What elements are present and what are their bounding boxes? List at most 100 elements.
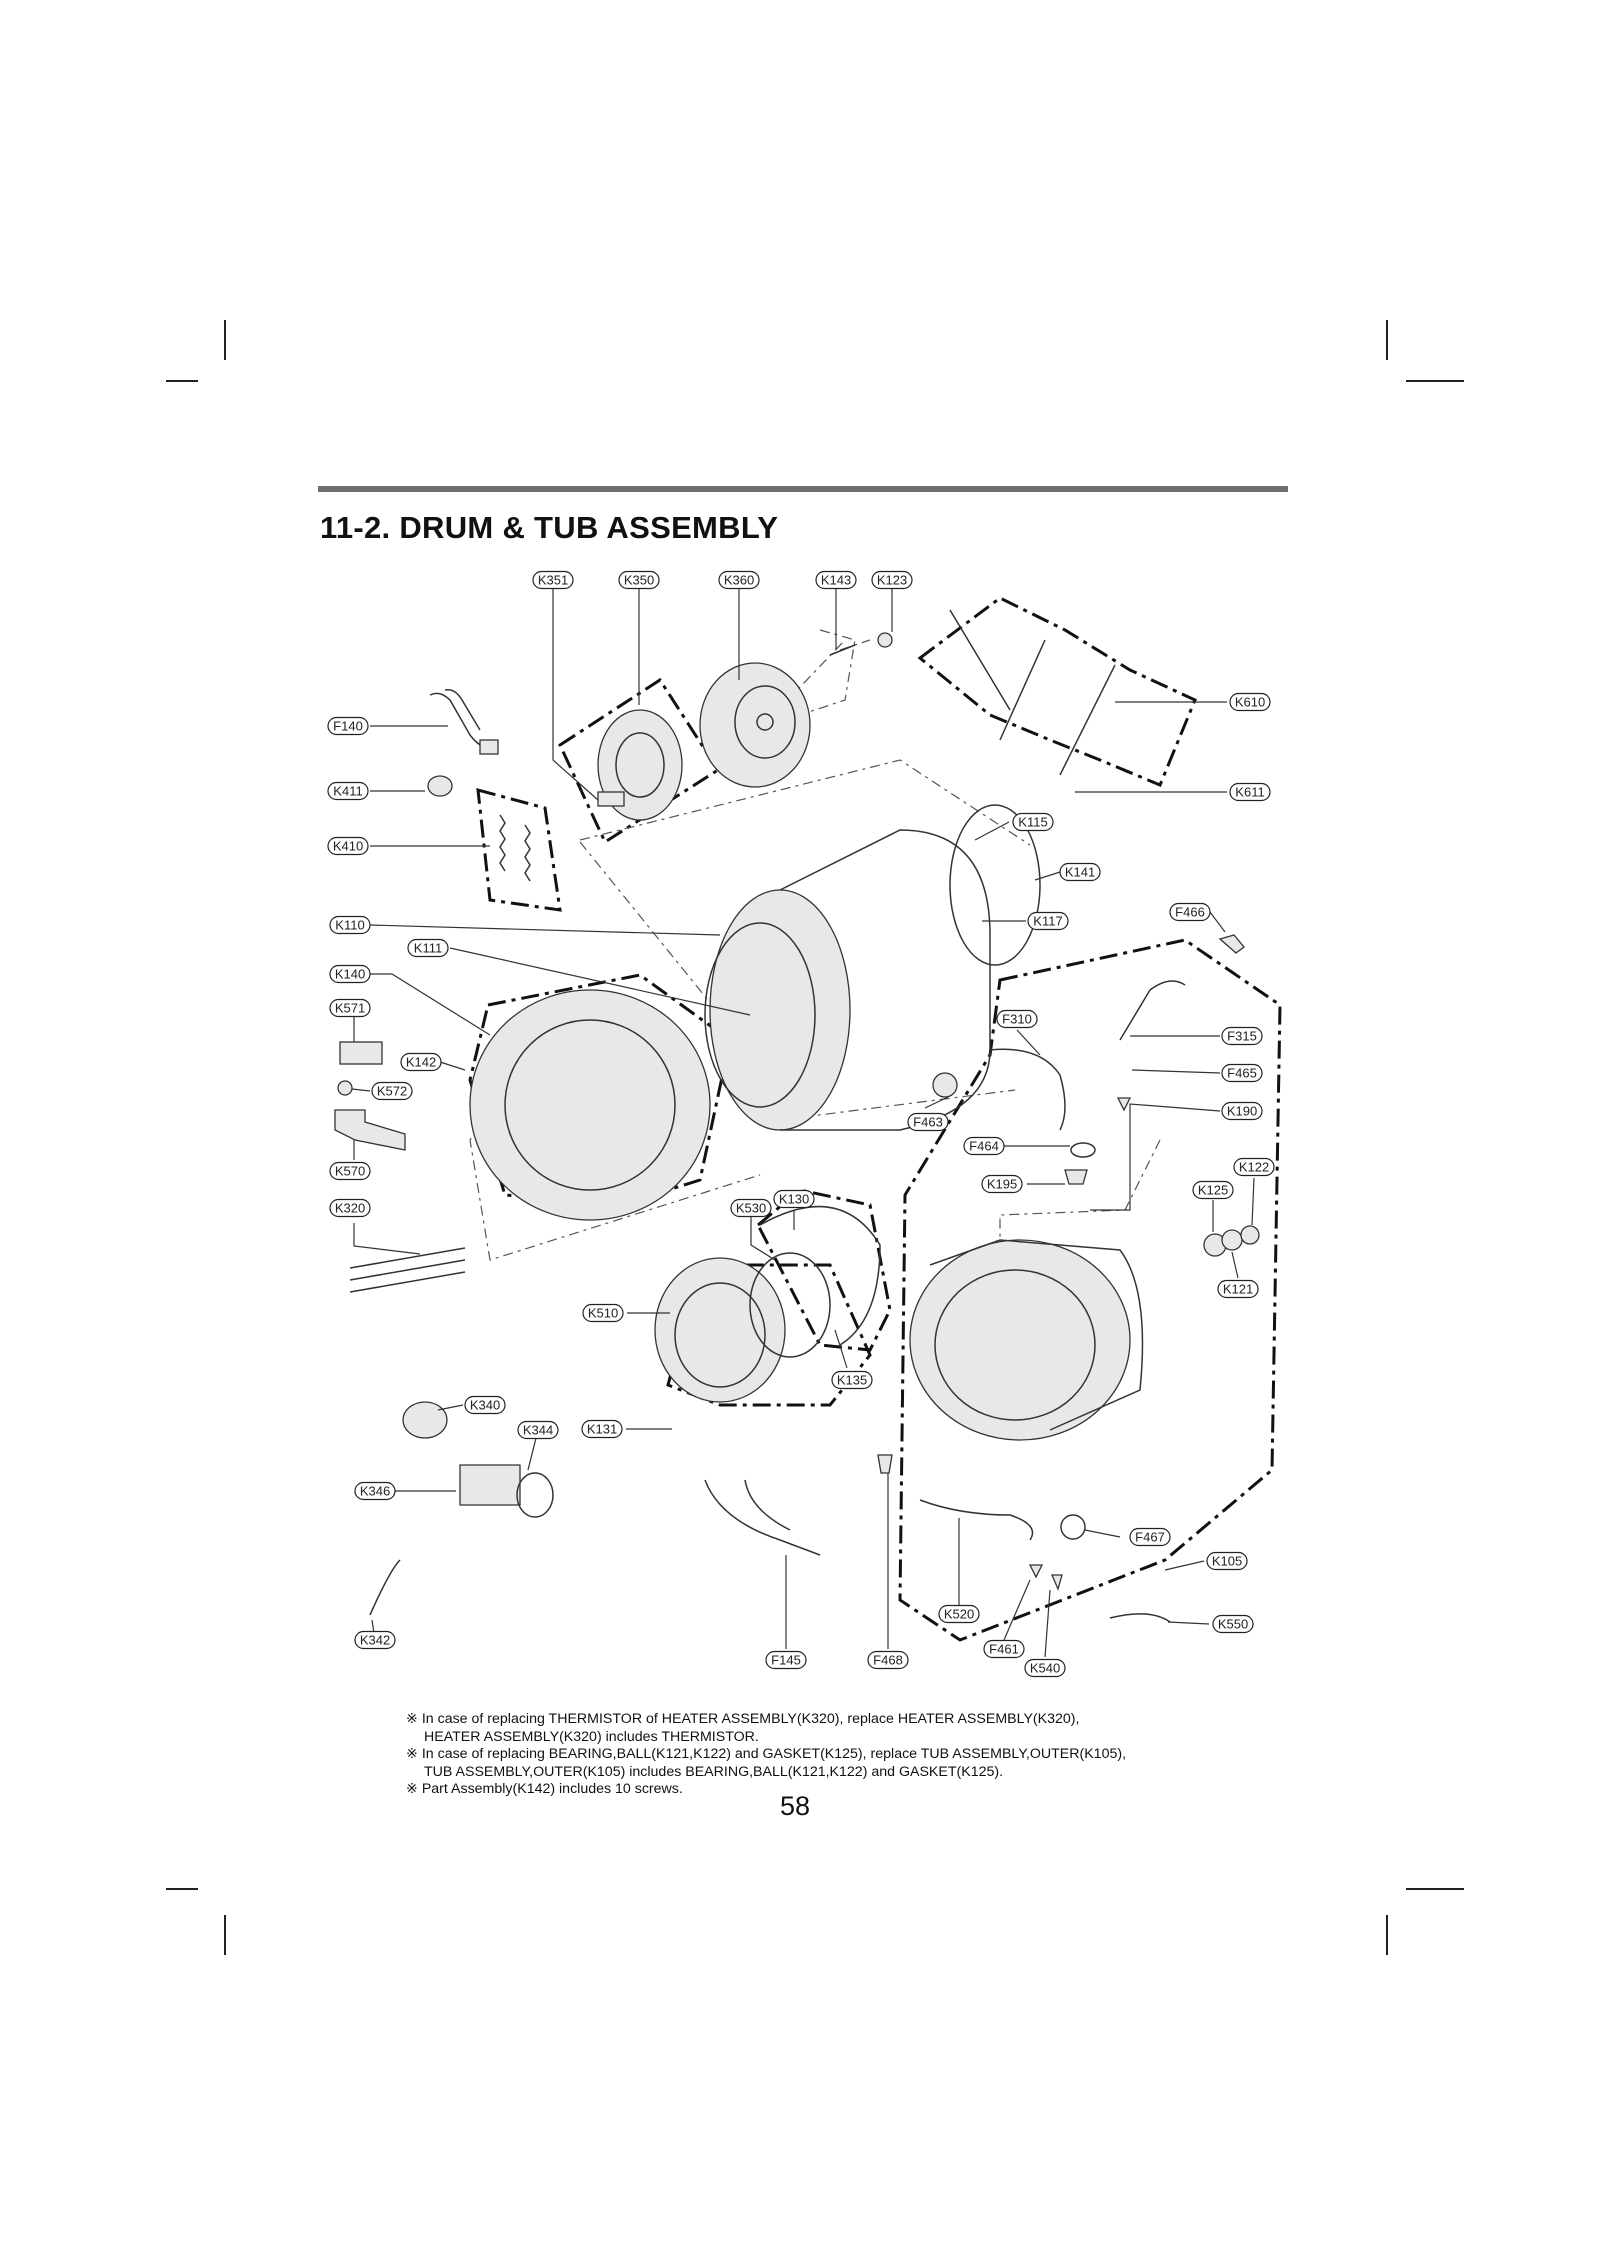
part-label-text: K117 (1033, 914, 1062, 929)
part-label-k540: K540 (1024, 1658, 1066, 1678)
notes-block: ※ In case of replacing THERMISTOR of HEA… (406, 1711, 1286, 1799)
crop-mark-bottom-right-h (1406, 1888, 1464, 1890)
part-label-capsule (1012, 812, 1054, 832)
part-label-capsule (1027, 911, 1069, 931)
part-label-text: F466 (1175, 905, 1205, 920)
part-label-k350: K350 (618, 570, 660, 590)
part-label-f140: F140 (327, 716, 369, 736)
part-label-text: K115 (1018, 815, 1047, 830)
part-label-text: K550 (1218, 1617, 1248, 1632)
part-label-text: K571 (335, 1001, 365, 1016)
part-label-capsule (1129, 1527, 1171, 1547)
title-rule (318, 486, 1288, 492)
part-label-k143: K143 (815, 570, 857, 590)
part-label-capsule (1212, 1614, 1254, 1634)
part-label-text: K125 (1198, 1183, 1228, 1198)
part-label-text: K122 (1239, 1160, 1269, 1175)
part-label-text: K130 (779, 1192, 809, 1207)
part-label-k610: K610 (1229, 692, 1271, 712)
part-label-capsule (1221, 1026, 1263, 1046)
part-label-k122: K122 (1233, 1157, 1275, 1177)
part-label-capsule (371, 1081, 413, 1101)
part-label-capsule (517, 1420, 559, 1440)
part-label-text: K190 (1227, 1104, 1257, 1119)
part-label-capsule (963, 1136, 1005, 1156)
part-label-capsule (938, 1604, 980, 1624)
part-label-k117: K117 (1027, 911, 1069, 931)
crop-mark-top-left-h (166, 380, 198, 382)
crop-mark-top-left-v (224, 320, 226, 360)
part-label-capsule (871, 570, 913, 590)
part-shapes (334, 609, 1260, 1623)
part-label-text: F315 (1227, 1029, 1257, 1044)
part-label-capsule (1024, 1658, 1066, 1678)
crop-mark-bottom-right-v (1386, 1915, 1388, 1955)
part-label-k570: K570 (329, 1161, 371, 1181)
part-label-capsule (354, 1481, 396, 1501)
part-label-k320: K320 (329, 1198, 371, 1218)
part-label-text: K320 (335, 1201, 365, 1216)
crop-mark-bottom-left-h (166, 1888, 198, 1890)
part-label-capsule (327, 836, 369, 856)
part-label-text: K110 (335, 918, 364, 933)
note-line: HEATER ASSEMBLY(K320) includes THERMISTO… (424, 1728, 759, 1745)
page-number: 58 (780, 1791, 811, 1821)
part-label-capsule (730, 1198, 772, 1218)
part-label-text: K340 (470, 1398, 500, 1413)
part-label-k410: K410 (327, 836, 369, 856)
part-label-k110: K110 (329, 915, 371, 935)
part-label-text: K540 (1030, 1661, 1060, 1676)
part-label-capsule (831, 1370, 873, 1390)
part-label-capsule (354, 1630, 396, 1650)
crop-mark-top-right-h (1406, 380, 1464, 382)
part-label-capsule (907, 1112, 949, 1132)
part-label-k141: K141 (1059, 862, 1101, 882)
part-label-text: F463 (913, 1115, 943, 1130)
note-line: ※ Part Assembly(K142) includes 10 screws… (406, 1781, 683, 1798)
part-label-text: K611 (1235, 785, 1264, 800)
crop-mark-top-right-v (1386, 320, 1388, 360)
part-label-capsule (1169, 902, 1211, 922)
part-label-text: F467 (1135, 1530, 1165, 1545)
part-label-f466: F466 (1169, 902, 1211, 922)
part-label-text: K350 (624, 573, 654, 588)
part-label-text: K342 (360, 1633, 390, 1648)
leader-lines (351, 589, 1255, 1658)
part-label-capsule (464, 1395, 506, 1415)
part-label-text: F465 (1227, 1066, 1257, 1081)
part-label-capsule (329, 915, 371, 935)
part-label-capsule (1206, 1551, 1248, 1571)
part-label-k411: K411 (327, 781, 369, 801)
part-label-f468: F468 (867, 1650, 909, 1670)
part-label-capsule (1229, 692, 1271, 712)
part-label-text: K142 (406, 1055, 436, 1070)
part-label-k342: K342 (354, 1630, 396, 1650)
part-label-capsule (1217, 1279, 1259, 1299)
part-label-capsule (327, 716, 369, 736)
part-label-k340: K340 (464, 1395, 506, 1415)
part-label-k142: K142 (400, 1052, 442, 1072)
part-label-text: F468 (873, 1653, 903, 1668)
part-label-text: K141 (1065, 865, 1095, 880)
part-label-k131: K131 (581, 1419, 623, 1439)
part-label-capsule (815, 570, 857, 590)
part-label-k344: K344 (517, 1420, 559, 1440)
part-label-text: F464 (969, 1139, 999, 1154)
part-label-text: K105 (1212, 1554, 1242, 1569)
part-label-f315: F315 (1221, 1026, 1263, 1046)
part-label-capsule (1221, 1063, 1263, 1083)
part-label-k105: K105 (1206, 1551, 1248, 1571)
part-label-text: K111 (414, 941, 442, 956)
part-label-text: K135 (837, 1373, 867, 1388)
part-label-k115: K115 (1012, 812, 1054, 832)
part-label-text: K140 (335, 967, 365, 982)
part-label-k190: K190 (1221, 1101, 1263, 1121)
part-label-capsule (329, 998, 371, 1018)
part-label-text: K530 (736, 1201, 766, 1216)
part-label-k111: K111 (407, 938, 449, 958)
part-label-f310: F310 (996, 1009, 1038, 1029)
part-label-capsule (532, 570, 574, 590)
part-label-text: K520 (944, 1607, 974, 1622)
part-label-text: K610 (1235, 695, 1265, 710)
